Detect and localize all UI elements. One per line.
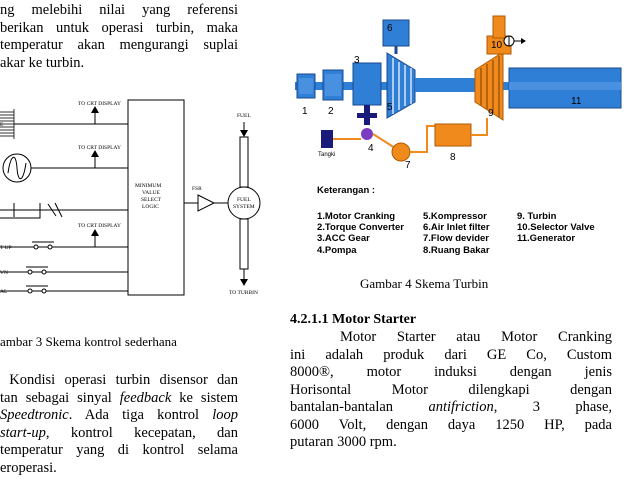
component-number: 9	[488, 108, 494, 119]
legend-item: 10.Selector Valve	[517, 222, 595, 233]
crt-label-2: TO CRT DISPLAY	[78, 145, 121, 151]
component-number: 5	[387, 102, 393, 113]
text-line: akar ke turbin.	[0, 54, 85, 71]
block-label-line: MINIMUM	[135, 183, 161, 189]
text-line: temperatur akan mengurangi suplai	[0, 37, 238, 53]
turbine	[474, 51, 504, 121]
fuel-label: FUEL	[237, 113, 251, 119]
right-body-paragraph: Motor Starter atau Motor Cranking ini ad…	[290, 329, 612, 452]
text-line: ini adalah produk dari GE Co, Custom	[290, 346, 612, 363]
legend-item: 3.ACC Gear	[317, 233, 370, 244]
fuel-system-label: FUEL	[237, 197, 251, 203]
legend-title: Keterangan :	[317, 185, 375, 196]
air-inlet-filter	[382, 19, 410, 47]
text-line: ng melebihi nilai yang referensi	[0, 2, 238, 18]
component-number: 7	[405, 160, 411, 171]
switch-contacts	[26, 241, 54, 294]
fuel-system-label: SYSTEM	[233, 204, 255, 210]
acc-gear	[352, 62, 382, 106]
flow-devider	[391, 142, 411, 162]
text-line: Motor Starter atau Motor Cranking	[340, 329, 612, 345]
text-line: berikan untuk operasi turbin, maka	[0, 19, 238, 36]
control-diagram: TO CRT DISPLAY TO CRT DISPLAY TO CRT DIS…	[0, 99, 261, 296]
edge-label: E	[0, 122, 4, 128]
left-body-paragraph: Kondisi operasi turbin disensor dan tan …	[0, 372, 238, 477]
component-number: 4	[368, 143, 374, 154]
component-number: 6	[387, 23, 393, 34]
pompa	[361, 128, 373, 140]
component-number: 11	[571, 96, 582, 107]
fuel-system-circle	[227, 186, 261, 220]
text-line: tan sebagai sinyal feedback ke sistem	[0, 389, 238, 406]
component-number: 3	[354, 55, 360, 66]
ruang-bakar	[434, 123, 472, 147]
text-line: start-up, kontrol kecepatan, dan	[0, 424, 238, 441]
text-line: Speedtronic. Ada tiga kontrol loop	[0, 407, 238, 423]
to-turbin-label: TO TURBIN	[229, 290, 258, 296]
edge-label: VN	[0, 270, 8, 276]
text-line: eroperasi.	[0, 459, 57, 476]
left-top-paragraph: ng melebihi nilai yang referensi berikan…	[0, 2, 238, 72]
legend-item: 6.Air Inlet filter	[423, 222, 490, 233]
legend-item: 1.Motor Cranking	[317, 211, 395, 222]
legend-item: 11.Generator	[517, 233, 575, 244]
crt-label-3: TO CRT DISPLAY	[78, 223, 121, 229]
compressor	[386, 52, 416, 119]
component-number: 10	[491, 40, 503, 51]
text-line: 6000 Volt, dengan daya 1250 HP, pada	[290, 416, 612, 433]
legend-item: 4.Pompa	[317, 245, 357, 256]
legend-item: 9. Turbin	[517, 211, 557, 222]
fsr-label: FSR	[192, 186, 202, 192]
text-line: putaran 3000 rpm.	[290, 434, 397, 450]
legend-item: 2.Torque Converter	[317, 222, 404, 233]
legend-item: 5.Kompressor	[423, 211, 487, 222]
figure-4-caption: Gambar 4 Skema Turbin	[360, 276, 489, 291]
tangki	[321, 130, 333, 148]
legend-item: 8.Ruang Bakar	[423, 245, 490, 256]
component-number: 1	[302, 106, 308, 117]
component-number: 8	[450, 152, 456, 163]
edge-label: AL	[0, 289, 8, 295]
text-line: 8000®, motor induksi dengan jenis	[290, 364, 612, 380]
turbine-schematic: 1 2 3 4 5 6 7 8 9 10 11 Tangki Keteranga…	[295, 15, 622, 256]
minimum-value-select-block	[127, 99, 185, 296]
edge-label: T UP	[0, 245, 12, 251]
tangki-label: Tangki	[318, 152, 335, 158]
block-label-line: LOGIC	[142, 204, 159, 210]
text-line: Horisontal Motor dilengkapi dengan	[290, 381, 612, 398]
component-number: 2	[328, 106, 334, 117]
section-heading: 4.2.1.1 Motor Starter	[290, 312, 417, 327]
text-line: bantalan-bantalan antifriction, 3 phase,	[290, 399, 612, 415]
text-line: Kondisi operasi turbin disensor dan	[9, 372, 238, 388]
block-label-line: VALUE	[142, 190, 161, 196]
fsr-amplifier	[197, 194, 216, 212]
text-line: temperatur yang di kontrol selama	[0, 442, 238, 458]
figure-3-caption: ambar 3 Skema kontrol sederhana	[0, 334, 177, 349]
legend-item: 7.Flow devider	[423, 233, 489, 244]
block-label-line: SELECT	[141, 197, 162, 203]
crt-label-1: TO CRT DISPLAY	[78, 101, 121, 107]
